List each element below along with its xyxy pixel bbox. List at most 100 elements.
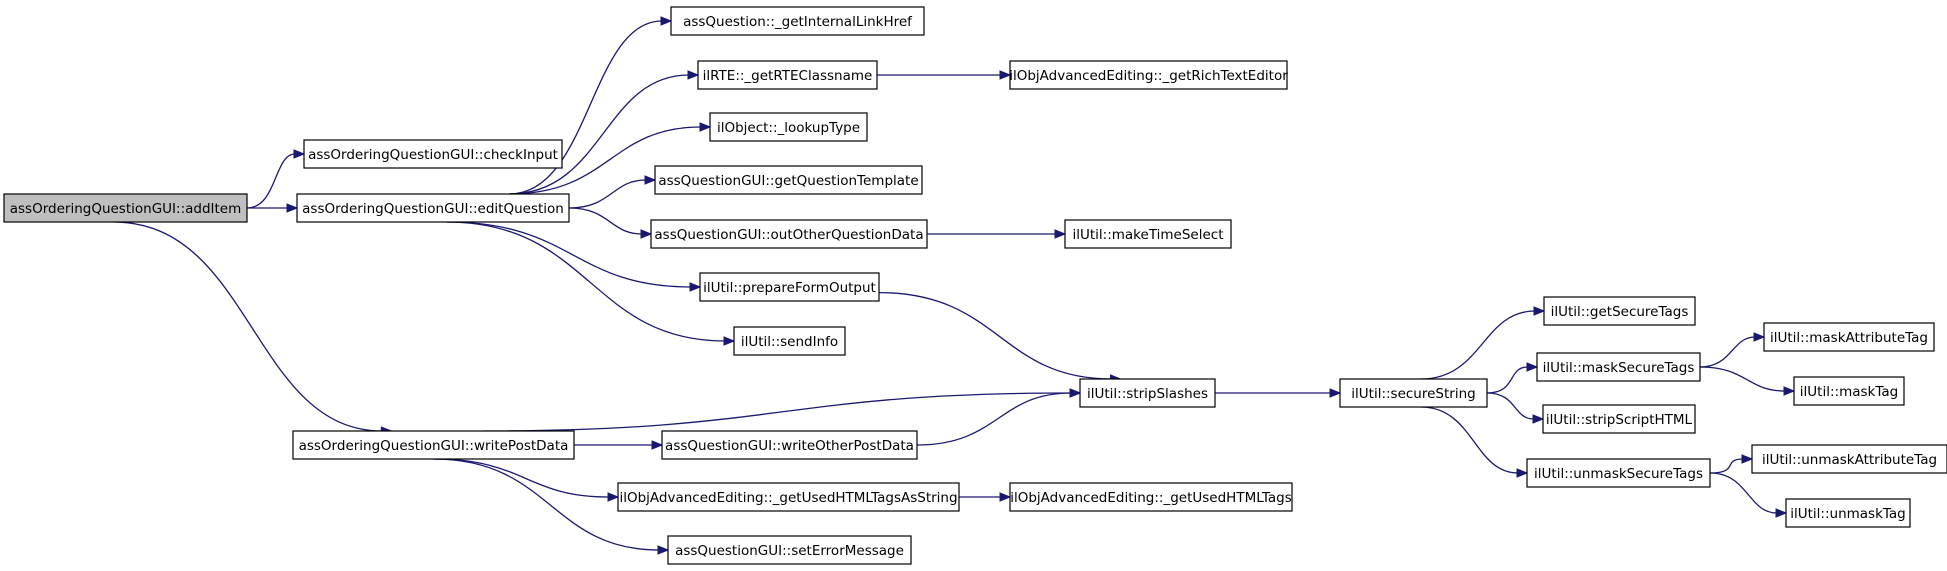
node-box bbox=[1536, 352, 1701, 382]
node-label: ilUtil::maskSecureTags bbox=[1543, 360, 1695, 376]
node-box bbox=[709, 112, 868, 142]
node-box bbox=[1064, 219, 1232, 249]
node-box bbox=[1785, 498, 1911, 528]
node-box bbox=[650, 219, 928, 249]
node-label: ilUtil::makeTimeSelect bbox=[1072, 227, 1223, 243]
edge-edit-question-to-send-info bbox=[446, 221, 736, 346]
node-set-error-message[interactable]: assQuestionGUI::setErrorMessage bbox=[667, 535, 912, 565]
edge-unmask-secure-tags-to-unmask-tag bbox=[1709, 472, 1788, 518]
node-label: assQuestionGUI::outOtherQuestionData bbox=[654, 227, 923, 243]
edge-write-other-post-data-to-strip-slashes bbox=[916, 388, 1082, 446]
node-lookup-type[interactable]: ilObject::_lookupType bbox=[709, 112, 868, 142]
node-add-item[interactable]: assOrderingQuestionGUI::addItem bbox=[3, 193, 248, 223]
node-box bbox=[292, 430, 575, 460]
node-box bbox=[303, 139, 563, 169]
node-box bbox=[617, 482, 960, 512]
node-box bbox=[667, 535, 912, 565]
node-label: assQuestionGUI::writeOtherPostData bbox=[665, 438, 914, 454]
node-label: assOrderingQuestionGUI::addItem bbox=[10, 201, 242, 217]
edge-secure-string-to-get-secure-tags bbox=[1420, 306, 1546, 380]
node-label: assOrderingQuestionGUI::writePostData bbox=[299, 438, 569, 454]
node-label: ilUtil::getSecureTags bbox=[1551, 304, 1689, 320]
node-secure-string[interactable]: ilUtil::secureString bbox=[1339, 378, 1488, 408]
node-send-info[interactable]: ilUtil::sendInfo bbox=[733, 326, 846, 356]
edge-edit-question-to-get-question-template bbox=[568, 175, 657, 209]
node-box bbox=[1542, 404, 1696, 434]
node-get-used-htmltags[interactable]: ilObjAdvancedEditing::_getUsedHTMLTags bbox=[1009, 482, 1293, 512]
node-mask-attribute-tag[interactable]: ilUtil::maskAttributeTag bbox=[1763, 322, 1935, 352]
edge-edit-question-to-prepare-form-output bbox=[446, 221, 702, 292]
node-get-rteclassname[interactable]: ilRTE::_getRTEClassname bbox=[697, 60, 878, 90]
edge-add-item-to-edit-question bbox=[246, 203, 299, 213]
edge-mask-secure-tags-to-mask-tag bbox=[1699, 366, 1796, 396]
node-check-input[interactable]: assOrderingQuestionGUI::checkInput bbox=[303, 139, 563, 169]
edge-edit-question-to-get-rteclassname bbox=[509, 70, 700, 195]
node-label: assQuestionGUI::getQuestionTemplate bbox=[658, 173, 918, 189]
node-layer: assOrderingQuestionGUI::addItemassOrderi… bbox=[3, 6, 1947, 565]
node-label: ilUtil::stripScriptHTML bbox=[1546, 412, 1693, 428]
node-label: ilUtil::unmaskAttributeTag bbox=[1762, 452, 1937, 468]
node-edit-question[interactable]: assOrderingQuestionGUI::editQuestion bbox=[296, 193, 570, 223]
node-box bbox=[3, 193, 248, 223]
edge-secure-string-to-unmask-secure-tags bbox=[1420, 406, 1529, 478]
node-mask-tag[interactable]: ilUtil::maskTag bbox=[1793, 376, 1905, 406]
node-get-internal-link-href[interactable]: assQuestion::_getInternalLinkHref bbox=[670, 6, 925, 36]
node-label: ilRTE::_getRTEClassname bbox=[703, 68, 873, 84]
node-box bbox=[1009, 60, 1288, 90]
node-unmask-attribute-tag[interactable]: ilUtil::unmaskAttributeTag bbox=[1751, 444, 1947, 474]
node-get-rich-text-editor[interactable]: ilObjAdvancedEditing::_getRichTextEditor bbox=[1009, 60, 1288, 90]
node-label: ilUtil::unmaskSecureTags bbox=[1534, 466, 1703, 482]
node-label: ilObjAdvancedEditing::_getUsedHTMLTagsAs… bbox=[619, 490, 957, 506]
node-label: ilUtil::maskAttributeTag bbox=[1770, 330, 1928, 346]
node-box bbox=[654, 165, 923, 195]
edge-strip-slashes-to-secure-string bbox=[1215, 388, 1342, 398]
edge-prepare-form-output-to-strip-slashes bbox=[878, 291, 1122, 384]
node-box bbox=[1763, 322, 1935, 352]
node-box bbox=[1079, 378, 1216, 408]
node-out-other-question-data[interactable]: assQuestionGUI::outOtherQuestionData bbox=[650, 219, 928, 249]
node-box bbox=[670, 6, 925, 36]
node-strip-script-html[interactable]: ilUtil::stripScriptHTML bbox=[1542, 404, 1696, 434]
node-label: ilUtil::prepareFormOutput bbox=[703, 280, 876, 296]
edge-add-item-to-check-input bbox=[246, 149, 306, 209]
node-box bbox=[1793, 376, 1905, 406]
node-box bbox=[661, 430, 918, 460]
edge-add-item-to-write-post-data bbox=[113, 221, 393, 436]
node-box bbox=[699, 272, 880, 302]
node-write-other-post-data[interactable]: assQuestionGUI::writeOtherPostData bbox=[661, 430, 918, 460]
node-label: ilObject::_lookupType bbox=[717, 120, 860, 136]
node-get-secure-tags[interactable]: ilUtil::getSecureTags bbox=[1543, 296, 1696, 326]
node-label: ilObjAdvancedEditing::_getRichTextEditor bbox=[1009, 68, 1288, 84]
node-label: ilUtil::maskTag bbox=[1800, 384, 1898, 400]
node-box bbox=[1751, 444, 1947, 474]
node-label: assQuestionGUI::setErrorMessage bbox=[675, 543, 904, 559]
node-strip-slashes[interactable]: ilUtil::stripSlashes bbox=[1079, 378, 1216, 408]
node-box bbox=[1339, 378, 1488, 408]
node-label: ilUtil::secureString bbox=[1351, 386, 1475, 402]
node-prepare-form-output[interactable]: ilUtil::prepareFormOutput bbox=[699, 272, 880, 302]
edge-edit-question-to-out-other-question-data bbox=[568, 207, 653, 239]
node-get-used-htmltags-as-string[interactable]: ilObjAdvancedEditing::_getUsedHTMLTagsAs… bbox=[617, 482, 960, 512]
node-box bbox=[1009, 482, 1293, 512]
node-label: assOrderingQuestionGUI::editQuestion bbox=[302, 201, 564, 217]
node-label: ilUtil::unmaskTag bbox=[1790, 506, 1906, 522]
node-make-time-select[interactable]: ilUtil::makeTimeSelect bbox=[1064, 219, 1232, 249]
edge-get-used-htmltags-as-string-to-get-used-htmltags bbox=[959, 492, 1012, 502]
node-write-post-data[interactable]: assOrderingQuestionGUI::writePostData bbox=[292, 430, 575, 460]
node-label: ilUtil::sendInfo bbox=[741, 334, 838, 350]
node-label: ilObjAdvancedEditing::_getUsedHTMLTags bbox=[1010, 490, 1292, 506]
node-box bbox=[733, 326, 846, 356]
edge-edit-question-to-get-internal-link-href bbox=[509, 16, 673, 195]
node-box bbox=[1526, 458, 1711, 488]
node-unmask-secure-tags[interactable]: ilUtil::unmaskSecureTags bbox=[1526, 458, 1711, 488]
node-mask-secure-tags[interactable]: ilUtil::maskSecureTags bbox=[1536, 352, 1701, 382]
node-unmask-tag[interactable]: ilUtil::unmaskTag bbox=[1785, 498, 1911, 528]
node-label: assOrderingQuestionGUI::checkInput bbox=[308, 147, 558, 163]
edge-write-post-data-to-get-used-htmltags-as-string bbox=[433, 458, 620, 502]
node-get-question-template[interactable]: assQuestionGUI::getQuestionTemplate bbox=[654, 165, 923, 195]
node-label: ilUtil::stripSlashes bbox=[1087, 386, 1208, 402]
node-box bbox=[1543, 296, 1696, 326]
edge-edit-question-to-lookup-type bbox=[509, 122, 712, 195]
edge-write-post-data-to-strip-slashes bbox=[484, 388, 1082, 432]
